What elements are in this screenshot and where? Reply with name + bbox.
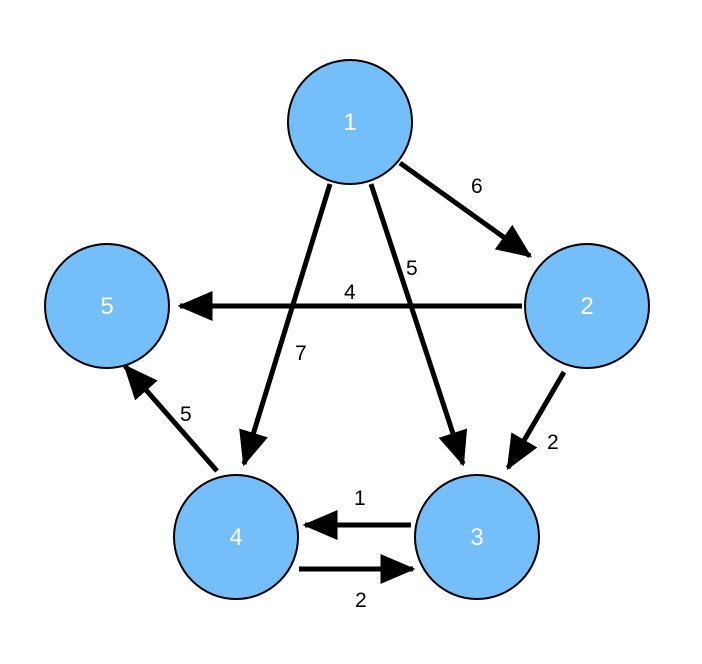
node-5-circle [44, 243, 170, 369]
edge-1-to-3 [368, 183, 468, 467]
node-1-label: 1 [343, 109, 356, 136]
node-5-label: 5 [100, 293, 113, 320]
edge-weight-1-to-3: 5 [406, 257, 418, 280]
node-4-label: 4 [229, 524, 242, 551]
node-5: 5 [44, 243, 170, 369]
edge-weight-4-to-3: 2 [355, 589, 367, 612]
node-2: 2 [524, 243, 650, 369]
edge-1-to-4 [239, 183, 333, 467]
node-4: 4 [173, 474, 299, 600]
node-3: 3 [414, 474, 540, 600]
edge-weight-3-to-4: 1 [354, 487, 366, 510]
edge-1-to-2 [398, 160, 533, 259]
node-3-label: 3 [470, 524, 483, 551]
edge-weight-1-to-4: 7 [295, 342, 307, 365]
node-1-circle [287, 59, 413, 185]
edge-2-to-3 [505, 370, 567, 471]
nodes-group: 1 2 3 4 5 [44, 59, 650, 600]
edge-weight-2-to-5: 4 [344, 281, 356, 304]
edge-weight-1-to-2: 6 [471, 175, 483, 198]
node-2-circle [524, 243, 650, 369]
edges-group: 6 5 7 4 2 5 1 2 [123, 160, 567, 612]
node-4-circle [173, 474, 299, 600]
edge-weight-2-to-3: 2 [547, 431, 559, 454]
node-3-circle [414, 474, 540, 600]
node-2-label: 2 [580, 293, 593, 320]
edge-4-to-5 [123, 364, 219, 473]
edge-weight-4-to-5: 5 [180, 403, 192, 426]
node-1: 1 [287, 59, 413, 185]
